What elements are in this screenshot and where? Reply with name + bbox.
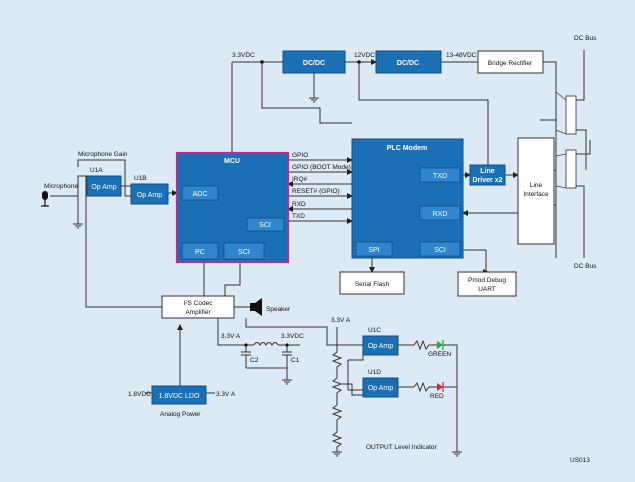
net-labels: 3.3VDC 12VDC 13-48VDC DC Bus DC Bus Micr…: [44, 35, 597, 464]
ldo-block: 1.8VDC LDO: [151, 385, 207, 405]
u1b-label: U1B: [134, 175, 147, 182]
svg-text:PC: PC: [195, 249, 205, 256]
dc-bus-bottom-label: DC Bus: [574, 263, 597, 270]
c2-label: C2: [250, 357, 259, 364]
op-amp-u1a: Op Amp: [86, 175, 122, 197]
bridge-rectifier: Bridge Rectifier: [477, 50, 544, 74]
signal-label: RESET# (GPIO): [292, 188, 340, 195]
svg-text:DC/DC: DC/DC: [397, 60, 419, 67]
dc-bus-top-label: DC Bus: [574, 35, 597, 42]
speaker-icon: [250, 298, 262, 316]
dc-bus-network: [540, 50, 591, 258]
svg-text:Driver x2: Driver x2: [473, 177, 503, 184]
red-label: RED: [430, 393, 444, 400]
red-led-icon: [437, 383, 443, 391]
svg-text:SCI: SCI: [259, 222, 271, 229]
output-level-label: OUTPUT Level Indicator: [366, 444, 438, 451]
v33a-codec-label: 3.3V A: [221, 333, 241, 340]
v33dc-filter-label: 3.3VDC: [281, 333, 304, 340]
svg-text:Line: Line: [480, 168, 494, 175]
op-amp-u1c: Op Amp: [362, 335, 399, 356]
u1d-label: U1D: [368, 369, 381, 376]
plc-modem-title: PLC Modem: [387, 145, 427, 152]
dcdc-1: DC/DC: [282, 50, 346, 74]
v33a-ldo-label: 3.3V A: [216, 391, 236, 398]
svg-text:DC/DC: DC/DC: [303, 60, 325, 67]
v13-48dc-label: 13-48VDC: [446, 52, 477, 59]
c1-label: C1: [291, 357, 300, 364]
audio-input-path: [50, 159, 241, 308]
svg-text:I²S Codec: I²S Codec: [184, 300, 214, 307]
svg-text:Op Amp: Op Amp: [368, 343, 393, 350]
svg-text:TXD: TXD: [433, 173, 447, 180]
u1c-label: U1C: [368, 327, 381, 334]
svg-text:RXD: RXD: [433, 211, 448, 218]
pmod-debug-block: Pmod Debug UART: [457, 271, 517, 297]
power-rail: [231, 59, 489, 165]
svg-text:Serial Flash: Serial Flash: [355, 281, 390, 288]
u1a-label: U1A: [90, 167, 103, 174]
svg-text:SCI: SCI: [238, 249, 250, 256]
signal-label: GPIO (BOOT Mode): [292, 164, 351, 171]
green-label: GREEN: [428, 351, 451, 358]
v12dc-label: 12VDC: [354, 52, 375, 59]
line-interface-block: Line Interface: [517, 137, 555, 245]
op-amp-u1b: Op Amp: [130, 183, 169, 205]
svg-text:SCI: SCI: [434, 247, 446, 254]
svg-text:ADC: ADC: [193, 191, 208, 198]
speaker-label: Speaker: [266, 306, 291, 313]
dcdc-2: DC/DC: [375, 50, 442, 74]
signal-label: RXD: [292, 201, 306, 208]
signal-bus: [287, 157, 353, 224]
microphone-icon: [41, 191, 49, 207]
svg-text:Op Amp: Op Amp: [91, 184, 116, 191]
op-amp-u1d: Op Amp: [362, 377, 399, 398]
svg-text:Op Amp: Op Amp: [137, 192, 162, 199]
svg-text:Interface: Interface: [523, 191, 549, 198]
signal-label: IRQ#: [292, 176, 308, 183]
signal-label: GPIO: [292, 152, 308, 159]
svg-text:Line: Line: [530, 182, 543, 189]
svg-text:Bridge Rectifier: Bridge Rectifier: [488, 60, 533, 67]
svg-text:1.8VDC LDO: 1.8VDC LDO: [159, 393, 200, 400]
green-led-icon: [437, 341, 443, 349]
plc-modem-block: PLC Modem TXD RXD SPI SCI: [351, 138, 464, 259]
svg-text:Pmod Debug: Pmod Debug: [468, 277, 506, 284]
signal-labels: GPIO GPIO (BOOT Mode) IRQ# RESET# (GPIO)…: [292, 152, 351, 220]
serial-flash-block: Serial Flash: [339, 271, 405, 295]
figure-id-label: US013: [570, 457, 590, 464]
analog-power-label: Analog Power: [160, 411, 201, 418]
signal-label: TXD: [292, 213, 305, 220]
v33a-ladder-label: 3.3V A: [331, 317, 351, 324]
svg-text:Amplifier: Amplifier: [185, 309, 211, 316]
v18dc-label: 1.8VDC: [128, 391, 151, 398]
mcu-title: MCU: [224, 158, 240, 165]
codec-network: [145, 306, 337, 394]
microphone-gain-label: Microphone Gain: [78, 151, 128, 158]
svg-text:SPI: SPI: [368, 247, 379, 254]
codec-block: I²S Codec Amplifier: [161, 295, 235, 319]
svg-text:Op Amp: Op Amp: [368, 385, 393, 392]
microphone-label: Microphone: [44, 183, 78, 190]
line-driver-block: Line Driver x2: [469, 164, 506, 186]
svg-text:UART: UART: [478, 286, 496, 293]
mcu-block: MCU ADC SCI PC SCI: [175, 151, 290, 264]
level-indicator-network: [331, 327, 462, 457]
v33dc-label: 3.3VDC: [232, 52, 255, 59]
